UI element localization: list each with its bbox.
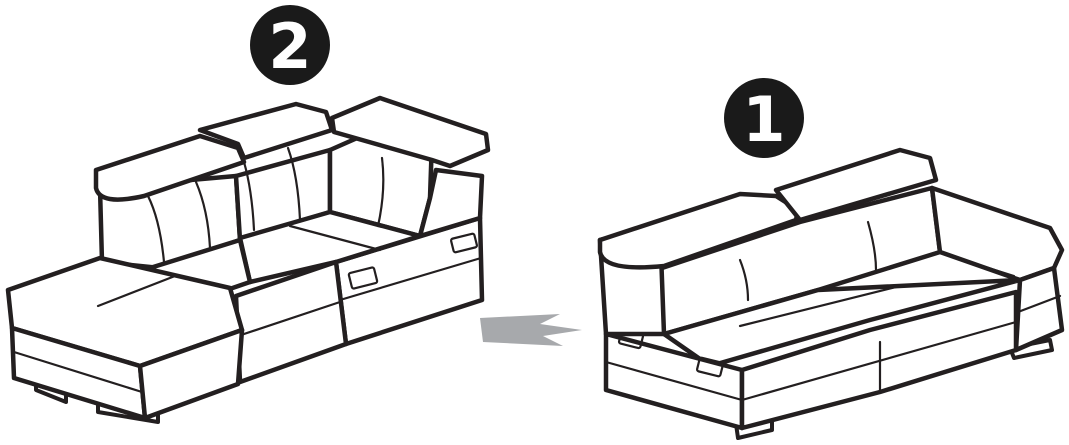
step-2-badge: 2 — [250, 5, 330, 85]
step-2-number: 2 — [268, 10, 311, 83]
armrest — [929, 185, 1065, 283]
arrow-left-icon — [480, 314, 582, 346]
headrest — [329, 95, 491, 169]
sofa-assembled — [5, 95, 491, 424]
step-1-badge: 1 — [724, 78, 804, 158]
headrest — [773, 147, 939, 223]
corner-side — [417, 167, 485, 239]
chaise-side — [137, 327, 245, 421]
sofa-module-right — [597, 147, 1065, 440]
step-1-number: 1 — [742, 83, 785, 156]
